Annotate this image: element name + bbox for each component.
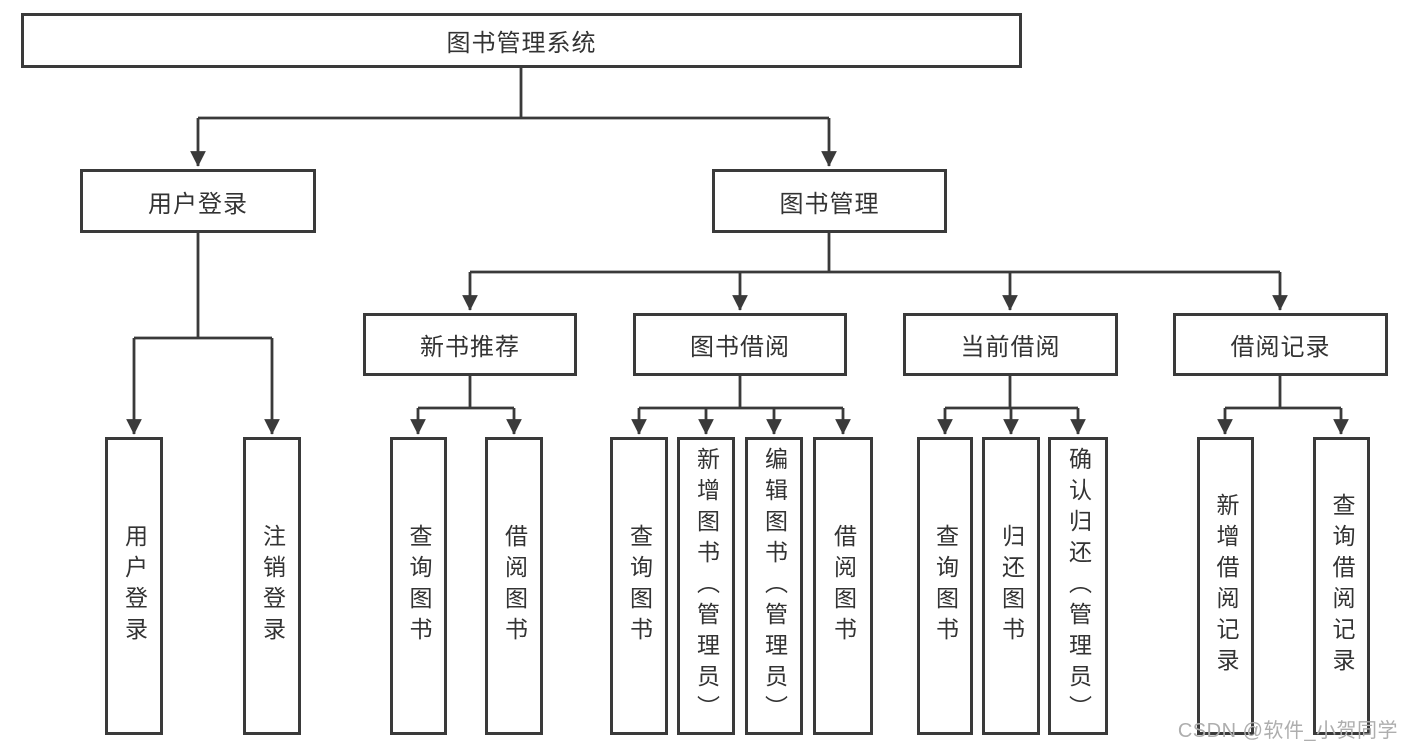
leaf-edit-book-admin: 编辑图书（管理员） <box>745 437 803 735</box>
watermark: CSDN @软件_小贺同学 <box>1177 720 1398 742</box>
node-book-borrowing: 图书借阅 <box>633 313 847 376</box>
leaf-return-book: 归还图书 <box>982 437 1040 735</box>
leaf-query-books-borrowing: 查询图书 <box>610 437 668 735</box>
leaf-add-book-admin: 新增图书（管理员） <box>677 437 735 735</box>
leaf-query-books-current: 查询图书 <box>917 437 973 735</box>
node-user-login: 用户登录 <box>80 169 316 233</box>
node-book-management: 图书管理 <box>712 169 947 233</box>
leaf-query-borrow-record: 查询借阅记录 <box>1313 437 1370 735</box>
node-current-borrowing: 当前借阅 <box>903 313 1118 376</box>
node-library-system: 图书管理系统 <box>21 13 1022 68</box>
leaf-user-login: 用户登录 <box>105 437 163 735</box>
leaf-add-borrow-record: 新增借阅记录 <box>1197 437 1254 735</box>
leaf-logout: 注销登录 <box>243 437 301 735</box>
leaf-confirm-return-admin: 确认归还（管理员） <box>1048 437 1108 735</box>
node-borrowing-records: 借阅记录 <box>1173 313 1388 376</box>
node-new-book-recommend: 新书推荐 <box>363 313 577 376</box>
leaf-borrow-books-borrowing: 借阅图书 <box>813 437 873 735</box>
leaf-borrow-books-recommend: 借阅图书 <box>485 437 543 735</box>
leaf-query-books-recommend: 查询图书 <box>390 437 447 735</box>
